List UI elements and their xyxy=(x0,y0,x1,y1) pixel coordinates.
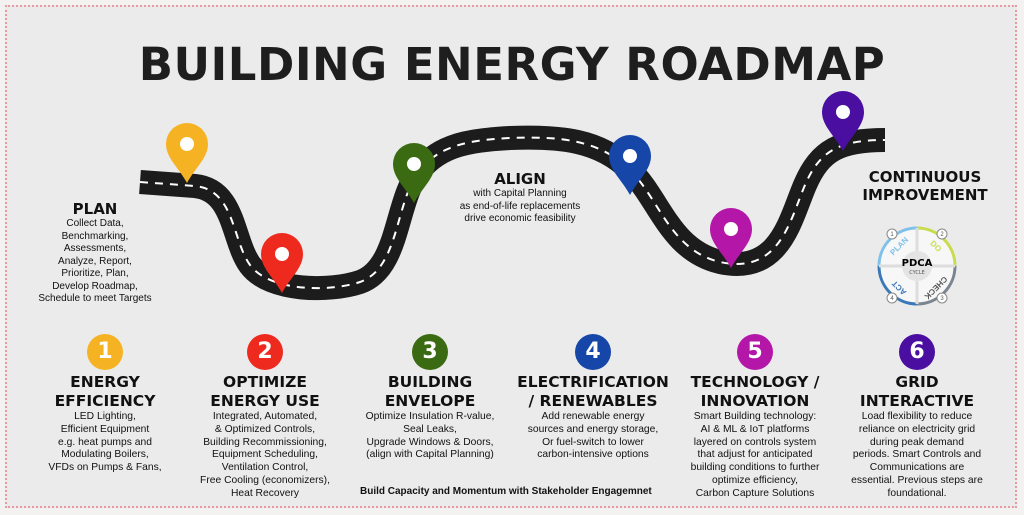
step-description: Integrated, Automated, & Optimized Contr… xyxy=(200,411,330,499)
continuous-heading: CONTINUOUS IMPROVEMENT xyxy=(862,168,988,204)
continuous-improvement: CONTINUOUS IMPROVEMENT xyxy=(850,168,1000,204)
map-pin-icon-2 xyxy=(261,233,303,293)
step-column-5: 5 TECHNOLOGY /INNOVATION Smart Building … xyxy=(670,334,840,501)
map-pin-icon-1 xyxy=(166,123,208,183)
plan-text: Collect Data, Benchmarking, Assessments,… xyxy=(38,218,152,304)
pdca-cycle-diagram: PDCA CYCLE PLAN DO CHECK ACT 1 2 3 4 xyxy=(877,226,957,306)
step-title-line1: ELECTRIFICATION xyxy=(517,373,669,391)
step-title-line2: ENERGY USE xyxy=(210,392,320,410)
step-description: Optimize Insulation R-value, Seal Leaks,… xyxy=(365,411,495,461)
step-description: LED Lighting, Efficient Equipment e.g. h… xyxy=(48,411,162,474)
align-heading: ALIGN xyxy=(494,170,546,188)
step-title-line2: EFFICIENCY xyxy=(54,392,156,410)
footer-note: Build Capacity and Momentum with Stakeho… xyxy=(360,486,652,497)
step-title-line1: ENERGY xyxy=(70,373,140,391)
plan-label: PLAN Collect Data, Benchmarking, Assessm… xyxy=(20,200,170,306)
step-title-line1: TECHNOLOGY / xyxy=(690,373,820,391)
map-pin-icon-4 xyxy=(609,135,651,195)
step-title: ELECTRIFICATION/ RENEWABLES xyxy=(508,373,678,411)
pdca-num-3: 3 xyxy=(940,296,944,302)
step-number-badge: 2 xyxy=(247,334,283,370)
plan-heading: PLAN xyxy=(72,200,118,218)
pdca-num-4: 4 xyxy=(890,296,894,302)
step-title-line1: BUILDING xyxy=(387,373,473,391)
step-title-line1: OPTIMIZE xyxy=(223,373,307,391)
align-text: with Capital Planning as end-of-life rep… xyxy=(459,188,581,224)
pdca-center-sub: CYCLE xyxy=(909,270,925,276)
step-description: Smart Building technology: AI & ML & IoT… xyxy=(690,411,820,499)
step-description: Add renewable energy sources and energy … xyxy=(527,411,659,461)
pdca-num-1: 1 xyxy=(890,232,894,238)
step-number-badge: 6 xyxy=(899,334,935,370)
step-title-line2: / RENEWABLES xyxy=(528,392,658,410)
step-title-line2: ENVELOPE xyxy=(384,392,476,410)
step-description: Load flexibility to reduce reliance on e… xyxy=(851,411,983,499)
map-pin-icon-5 xyxy=(710,208,752,268)
step-column-4: 4 ELECTRIFICATION/ RENEWABLES Add renewa… xyxy=(508,334,678,462)
pdca-num-2: 2 xyxy=(940,232,944,238)
step-number-badge: 4 xyxy=(575,334,611,370)
step-title-line2: INTERACTIVE xyxy=(859,392,975,410)
align-label: ALIGN with Capital Planning as end-of-li… xyxy=(440,170,600,226)
page-title: BUILDING ENERGY ROADMAP xyxy=(138,38,886,91)
step-title-line1: GRID xyxy=(895,373,939,391)
infographic-frame xyxy=(5,5,1017,508)
map-pin-icon-3 xyxy=(393,143,435,203)
step-number-badge: 5 xyxy=(737,334,773,370)
step-number-badge: 3 xyxy=(412,334,448,370)
pdca-center: PDCA xyxy=(902,258,933,269)
map-pin-icon-6 xyxy=(822,91,864,151)
step-number-badge: 1 xyxy=(87,334,123,370)
step-title-line2: INNOVATION xyxy=(700,392,810,410)
step-title: TECHNOLOGY /INNOVATION xyxy=(670,373,840,411)
